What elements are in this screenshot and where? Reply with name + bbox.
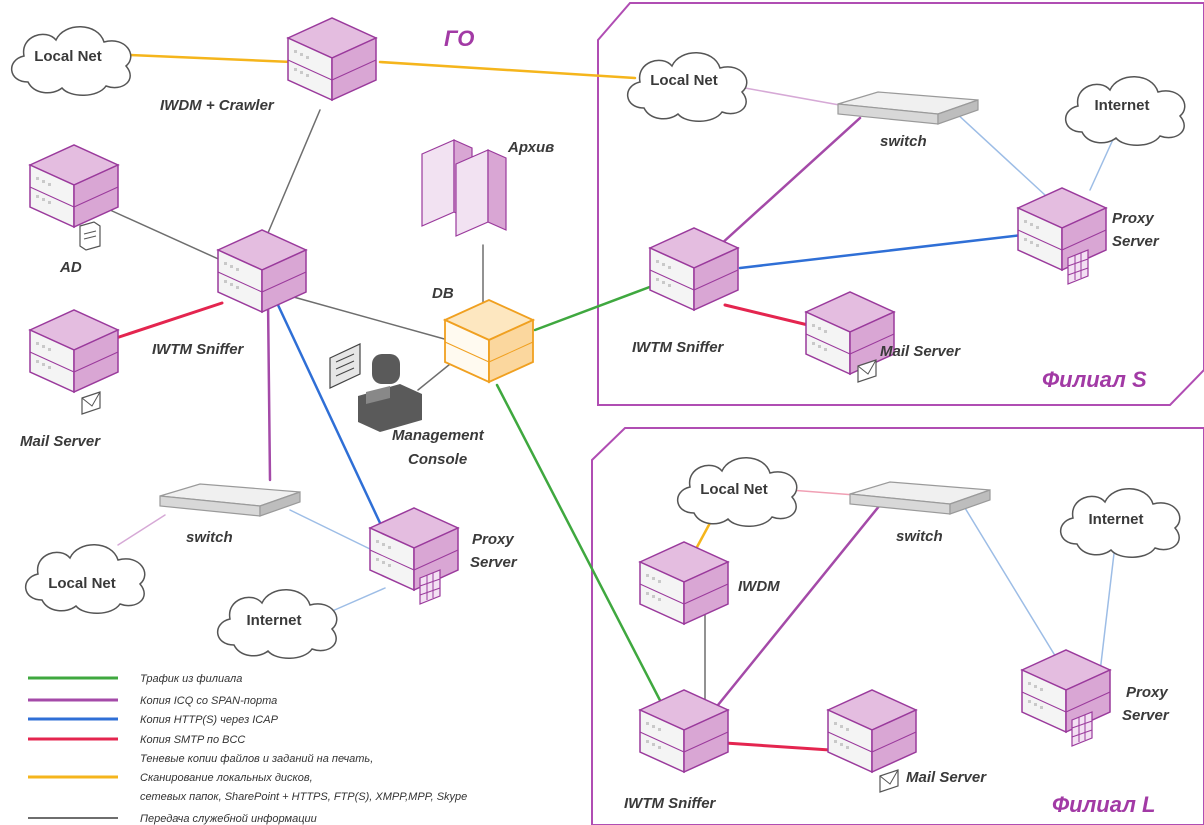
link-blue-2 <box>738 233 1024 270</box>
link-blue-1 <box>276 303 390 542</box>
legend-blue-text: Копия HTTP(S) через ICAP <box>140 714 279 726</box>
hq-localnet-top-label: Local Net <box>34 48 102 65</box>
archive-label: Архив <box>507 139 554 156</box>
link-yellow-1 <box>128 53 294 64</box>
link-purple-2 <box>718 116 862 247</box>
link-pink-3 <box>789 489 856 496</box>
db-label: DB <box>432 285 454 302</box>
server-icon <box>369 507 459 591</box>
s-mail-label: Mail Server <box>880 343 961 360</box>
branch-l-frame <box>591 427 1204 825</box>
link-yellow-2 <box>378 60 637 80</box>
server-icon <box>1021 649 1111 733</box>
link-gray-3 <box>289 295 449 341</box>
s-proxy-label-2: Server <box>1112 233 1160 250</box>
server-icon <box>29 309 119 393</box>
envelope-icon <box>81 391 101 415</box>
legend-gray-text: Передача служебной информации <box>140 813 317 825</box>
link-red-2 <box>723 303 810 327</box>
link-lightblue-5 <box>964 507 1066 673</box>
link-pink-2 <box>744 87 846 107</box>
legend-yellow-text-3: сетевых папок, SharePoint + HTTPS, FTP(S… <box>140 791 467 803</box>
console-icon <box>329 343 422 432</box>
mgmt-console-label-1: Management <box>392 427 485 444</box>
switch-icon <box>159 483 301 517</box>
link-gray-2 <box>109 209 226 263</box>
hq-sniffer-label: IWTM Sniffer <box>152 341 245 358</box>
iwdm-crawler-label: IWDM + Crawler <box>160 97 275 114</box>
envelope-icon <box>879 769 899 793</box>
link-green-2 <box>495 383 667 712</box>
server-icon <box>827 689 917 773</box>
link-red-3 <box>723 741 832 752</box>
hq-switch-label: switch <box>186 529 233 546</box>
link-purple-3 <box>716 503 882 707</box>
server-icon <box>287 17 377 101</box>
legend: Трафик из филиала Копия ICQ со SPAN-порт… <box>28 673 467 825</box>
s-internet-label: Internet <box>1094 97 1149 114</box>
link-lightblue-1 <box>289 509 373 551</box>
hq-localnet-bottom-label: Local Net <box>48 575 116 592</box>
server-icon <box>217 229 307 313</box>
branch-s-frame <box>597 2 1204 406</box>
hq-proxy-label-2: Server <box>470 554 518 571</box>
link-lightblue-4 <box>1089 134 1116 191</box>
legend-yellow-text-2: Сканирование локальных дисков, <box>140 772 313 784</box>
ad-label: AD <box>59 259 82 276</box>
region-s-label: Филиал S <box>1042 367 1147 392</box>
hq-proxy-label-1: Proxy <box>472 531 514 548</box>
region-go-label: ГО <box>444 26 474 51</box>
link-green-1 <box>533 283 657 332</box>
switch-icon <box>849 481 991 515</box>
s-localnet-label: Local Net <box>650 72 718 89</box>
legend-red-text: Копия SMTP по BCC <box>140 734 245 746</box>
server-icon <box>639 541 729 625</box>
server-icon <box>639 689 729 773</box>
link-red-1 <box>108 301 224 342</box>
legend-purple-text: Копия ICQ со SPAN-порта <box>140 695 277 707</box>
mgmt-console-label-2: Console <box>408 451 467 468</box>
s-sniffer-label: IWTM Sniffer <box>632 339 725 356</box>
link-lightblue-3 <box>954 111 1046 196</box>
s-proxy-label-1: Proxy <box>1112 210 1154 227</box>
l-internet-label: Internet <box>1088 511 1143 528</box>
link-gray-5 <box>417 359 456 391</box>
l-localnet-label: Local Net <box>700 481 768 498</box>
l-mail-label: Mail Server <box>906 769 987 786</box>
server-icon <box>444 299 534 383</box>
legend-green-text: Трафик из филиала <box>140 673 242 685</box>
link-purple-1 <box>266 298 272 482</box>
link-lightblue-2 <box>329 587 386 613</box>
link-pink-1 <box>117 514 166 546</box>
l-switch-label: switch <box>896 528 943 545</box>
l-iwdm-label: IWDM <box>738 578 780 595</box>
s-switch-label: switch <box>880 133 927 150</box>
server-icon <box>805 291 895 375</box>
server-icon <box>29 144 119 228</box>
server-icon <box>1017 187 1107 271</box>
link-lightblue-6 <box>1099 544 1116 673</box>
document-icon <box>79 221 101 251</box>
region-l-label: Филиал L <box>1052 792 1155 817</box>
legend-yellow-text-1: Теневые копии файлов и заданий на печать… <box>140 753 373 765</box>
hq-internet-label: Internet <box>246 612 301 629</box>
archive-icon <box>421 139 507 237</box>
hq-mail-label: Mail Server <box>20 433 101 450</box>
l-proxy-label-1: Proxy <box>1126 684 1168 701</box>
l-proxy-label-2: Server <box>1122 707 1170 724</box>
l-sniffer-label: IWTM Sniffer <box>624 795 717 812</box>
link-gray-1 <box>264 109 321 241</box>
